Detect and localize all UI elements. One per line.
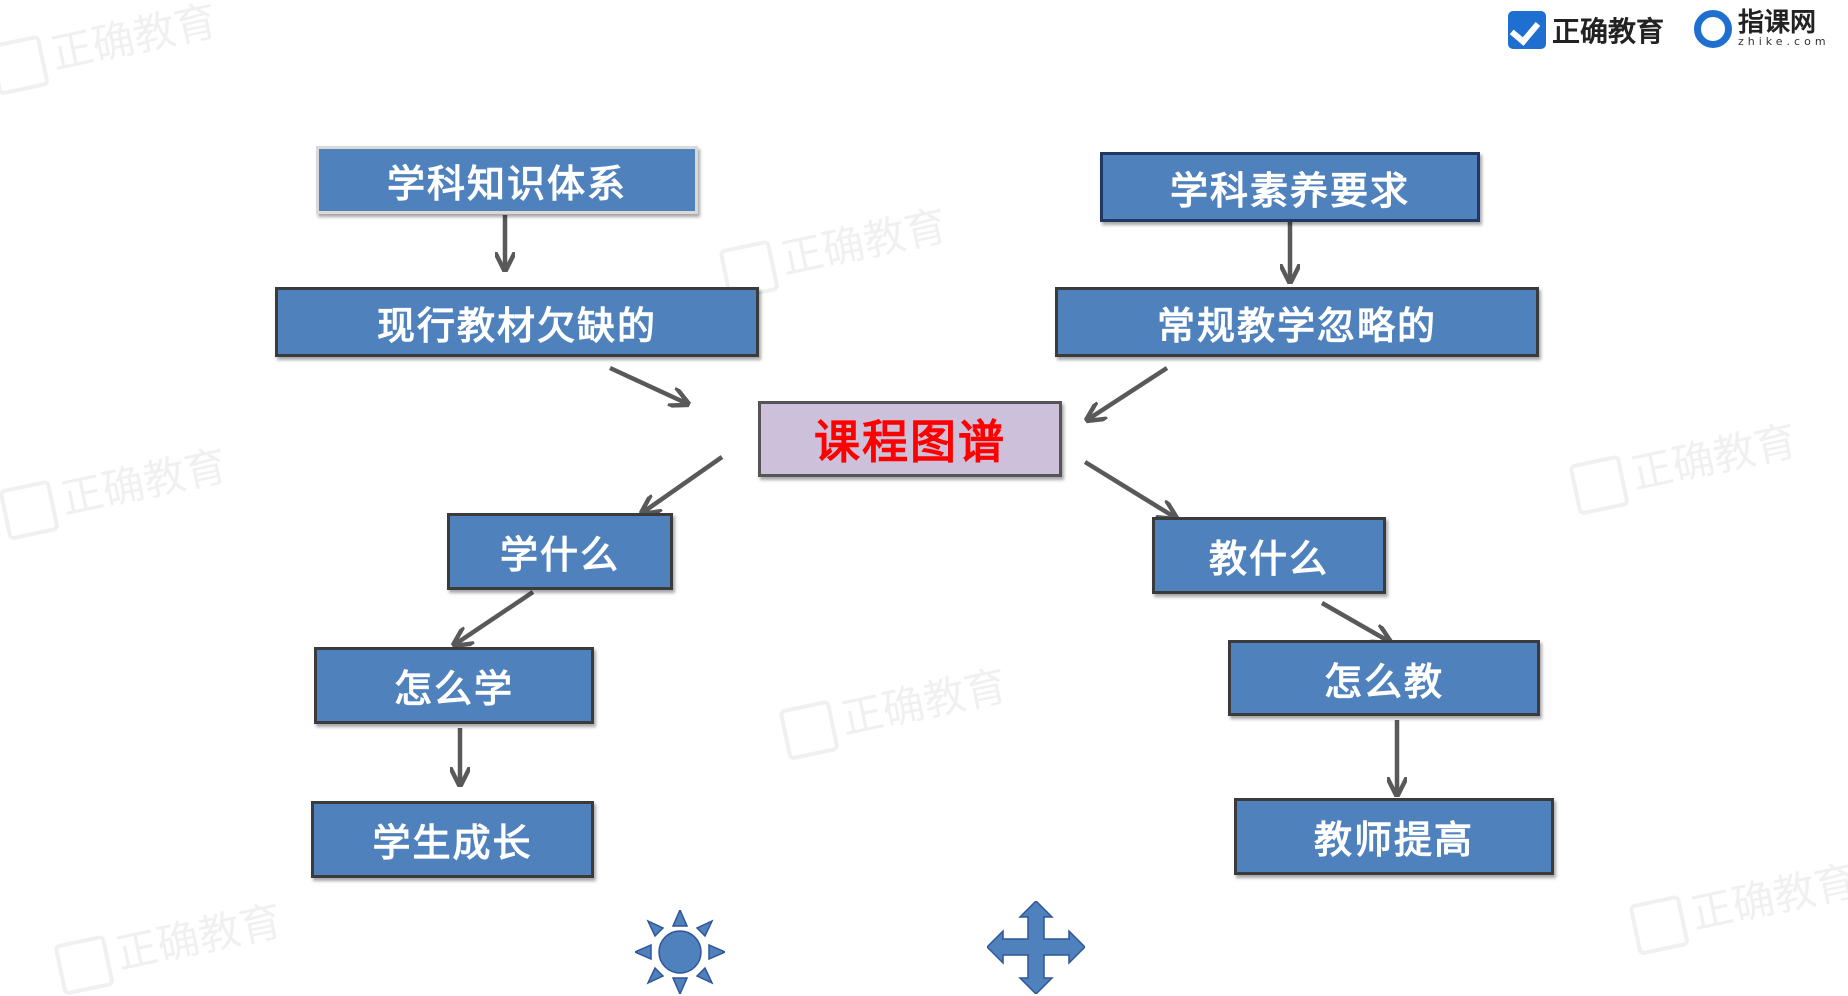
arrow-center-to-learn: [642, 455, 724, 513]
q-logo-icon: [1694, 10, 1732, 48]
node-teacher-improve: 教师提高: [1234, 798, 1554, 875]
node-knowledge-system-label: 学科知识体系: [386, 160, 627, 206]
check-logo-icon: [1508, 11, 1546, 49]
arrow-learn-to-how-learn: [454, 590, 535, 645]
node-learn-what-label: 学什么: [499, 532, 620, 577]
brand-logo-zhike: 指课网 zhike.com: [1694, 10, 1830, 48]
node-teaching-ignored: 常规教学忽略的: [1055, 287, 1539, 357]
node-teach-what-label: 教什么: [1208, 536, 1329, 581]
arrow-ignored-to-center: [1087, 366, 1169, 420]
node-course-map: 课程图谱: [758, 401, 1062, 477]
node-textbook-gap: 现行教材欠缺的: [275, 287, 759, 357]
node-teach-what: 教什么: [1152, 517, 1386, 594]
node-literacy-requirement: 学科素养要求: [1100, 152, 1480, 222]
node-how-learn-label: 怎么学: [393, 666, 514, 711]
four-way-arrow-icon: [987, 901, 1085, 994]
brand-name-zhengque: 正确教育: [1552, 15, 1665, 48]
brand-logo-zhengque: 正确教育: [1508, 10, 1664, 50]
sun-icon: [635, 910, 725, 994]
node-student-growth-label: 学生成长: [372, 820, 533, 865]
node-knowledge-system: 学科知识体系: [316, 146, 698, 214]
node-course-map-label: 课程图谱: [814, 415, 1006, 469]
arrow-gap-to-center: [609, 365, 688, 404]
node-how-learn: 怎么学: [314, 647, 594, 724]
brand-name-zhike: 指课网: [1738, 7, 1817, 38]
node-teaching-ignored-label: 常规教学忽略的: [1156, 302, 1437, 348]
node-how-teach-label: 怎么教: [1323, 658, 1444, 704]
node-teacher-improve-label: 教师提高: [1313, 817, 1474, 862]
node-student-growth: 学生成长: [311, 801, 594, 878]
brand-name-zhike-block: 指课网 zhike.com: [1738, 7, 1830, 48]
node-literacy-requirement-label: 学科素养要求: [1169, 167, 1410, 213]
node-textbook-gap-label: 现行教材欠缺的: [376, 302, 657, 348]
arrow-teach-to-how-teach: [1320, 601, 1390, 642]
node-learn-what: 学什么: [447, 513, 673, 590]
brand-domain-zhike: zhike.com: [1738, 34, 1830, 48]
node-how-teach: 怎么教: [1228, 640, 1540, 716]
arrow-center-to-teach: [1083, 460, 1176, 518]
